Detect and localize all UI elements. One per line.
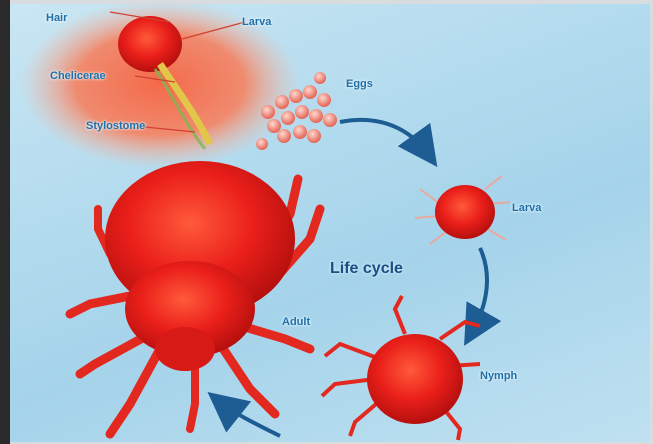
left-edge-bar xyxy=(0,0,10,444)
label-hair: Hair xyxy=(46,12,67,24)
label-nymph: Nymph xyxy=(480,370,517,382)
label-chelicerae: Chelicerae xyxy=(50,70,106,82)
label-larva-right: Larva xyxy=(512,202,541,214)
label-larva-top: Larva xyxy=(242,16,271,28)
larva-mite xyxy=(415,176,510,244)
label-stylostome: Stylostome xyxy=(86,120,145,132)
life-cycle-illustration: Hair Larva Chelicerae Eggs Stylostome La… xyxy=(10,4,650,442)
adult-mite xyxy=(70,161,320,434)
illustration-art xyxy=(10,4,650,442)
diagram-title: Life cycle xyxy=(330,260,403,278)
nymph-mite xyxy=(322,296,480,440)
label-adult: Adult xyxy=(282,316,310,328)
label-eggs: Eggs xyxy=(346,78,373,90)
